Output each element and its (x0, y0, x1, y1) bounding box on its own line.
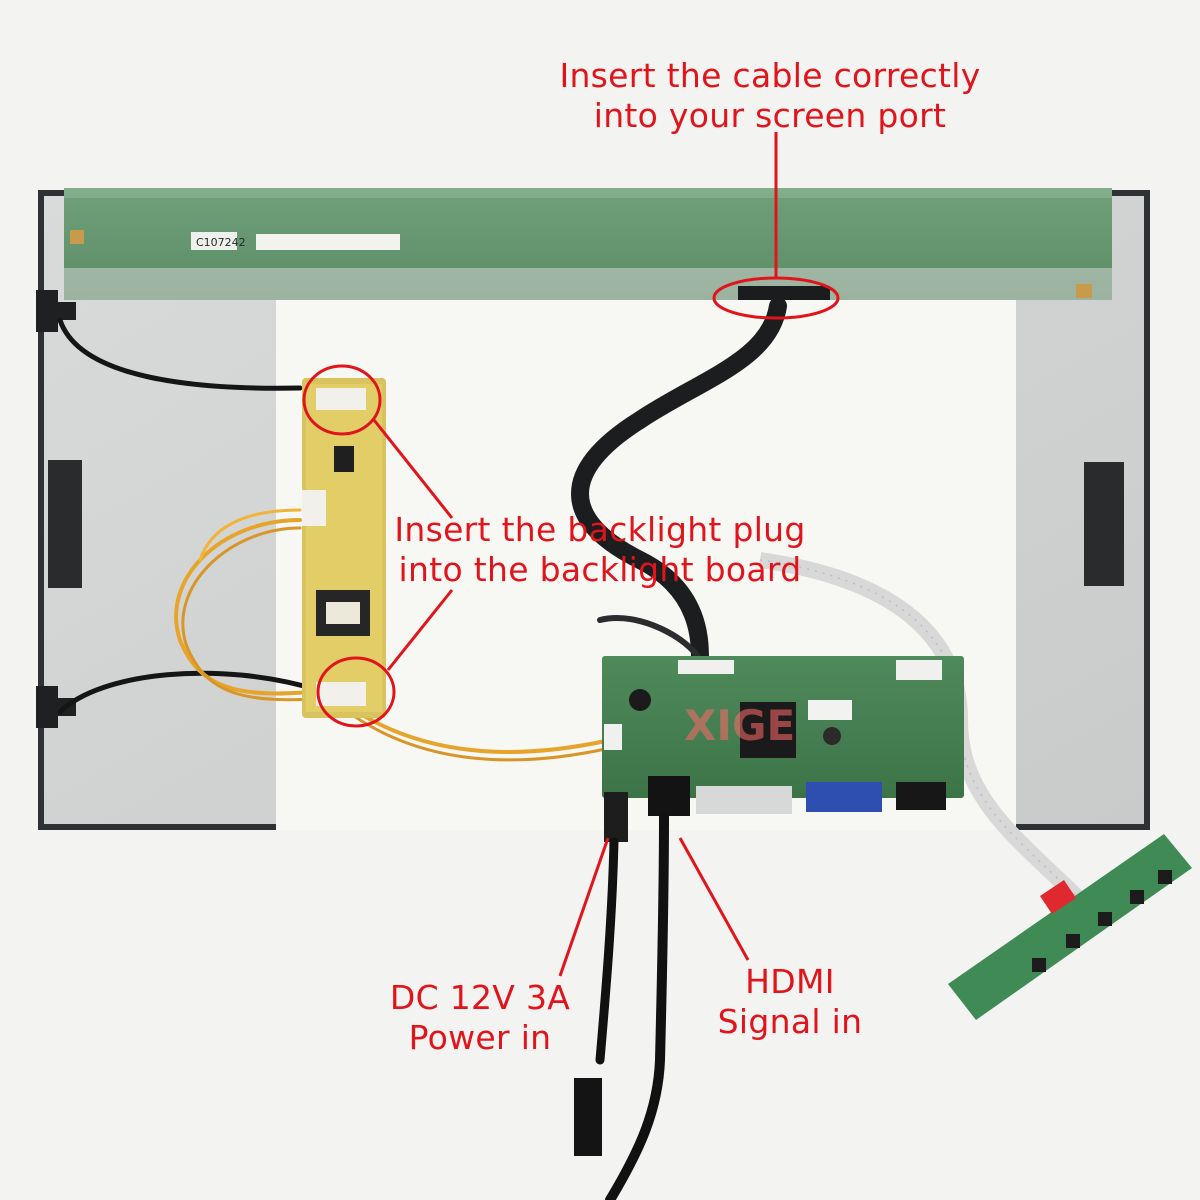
power-cable (574, 837, 619, 1156)
cable-instruction-label: Insert the cable correctly into your scr… (500, 56, 1040, 136)
lvds-cable (571, 297, 787, 669)
power-label-line2: Power in (408, 1018, 552, 1057)
controller-board: XIGE (602, 656, 964, 842)
backlight-label-line2: into the backlight board (398, 550, 802, 589)
backlight-wires (57, 317, 612, 762)
dc-plug (604, 792, 628, 842)
audio-jack (896, 782, 946, 810)
hdmi-plug (648, 776, 690, 816)
power-input-label: DC 12V 3A Power in (360, 978, 600, 1058)
backlight-plug-circle-top (302, 364, 382, 436)
backlight-pointer-bottom (386, 589, 454, 671)
tcon-code-text: C107242 (196, 236, 246, 249)
hdmi-label-line1: HDMI (745, 962, 835, 1001)
panel-black-tab-right (1084, 462, 1124, 586)
backlight-pointer-top (372, 419, 454, 519)
panel-clip-top-left (36, 290, 76, 332)
hdmi-cable (605, 811, 669, 1200)
hdmi-input-label: HDMI Signal in (690, 962, 890, 1042)
hdmi-pointer (678, 837, 750, 961)
cable-label-line2: into your screen port (593, 96, 947, 135)
power-label-line1: DC 12V 3A (389, 978, 571, 1017)
dvi-port (696, 786, 792, 814)
backlight-label-line1: Insert the backlight plug (394, 510, 806, 549)
tcon-board: C107242 (64, 188, 1112, 308)
watermark-text: XIGE (684, 701, 795, 750)
tcon-barcode-label (256, 234, 400, 250)
controller-chip (740, 702, 796, 758)
backlight-plug-circle-bottom (316, 656, 396, 728)
inverter-board (302, 378, 386, 718)
keypad-board (948, 834, 1192, 1020)
cable-label-line1: Insert the cable correctly (559, 56, 981, 95)
vga-port (806, 782, 882, 812)
power-pointer (558, 837, 610, 977)
backlight-instruction-label: Insert the backlight plug into the backl… (370, 510, 830, 590)
hdmi-label-line2: Signal in (717, 1002, 863, 1041)
panel-black-tab-left (48, 460, 82, 588)
annotation-marks (302, 132, 840, 977)
